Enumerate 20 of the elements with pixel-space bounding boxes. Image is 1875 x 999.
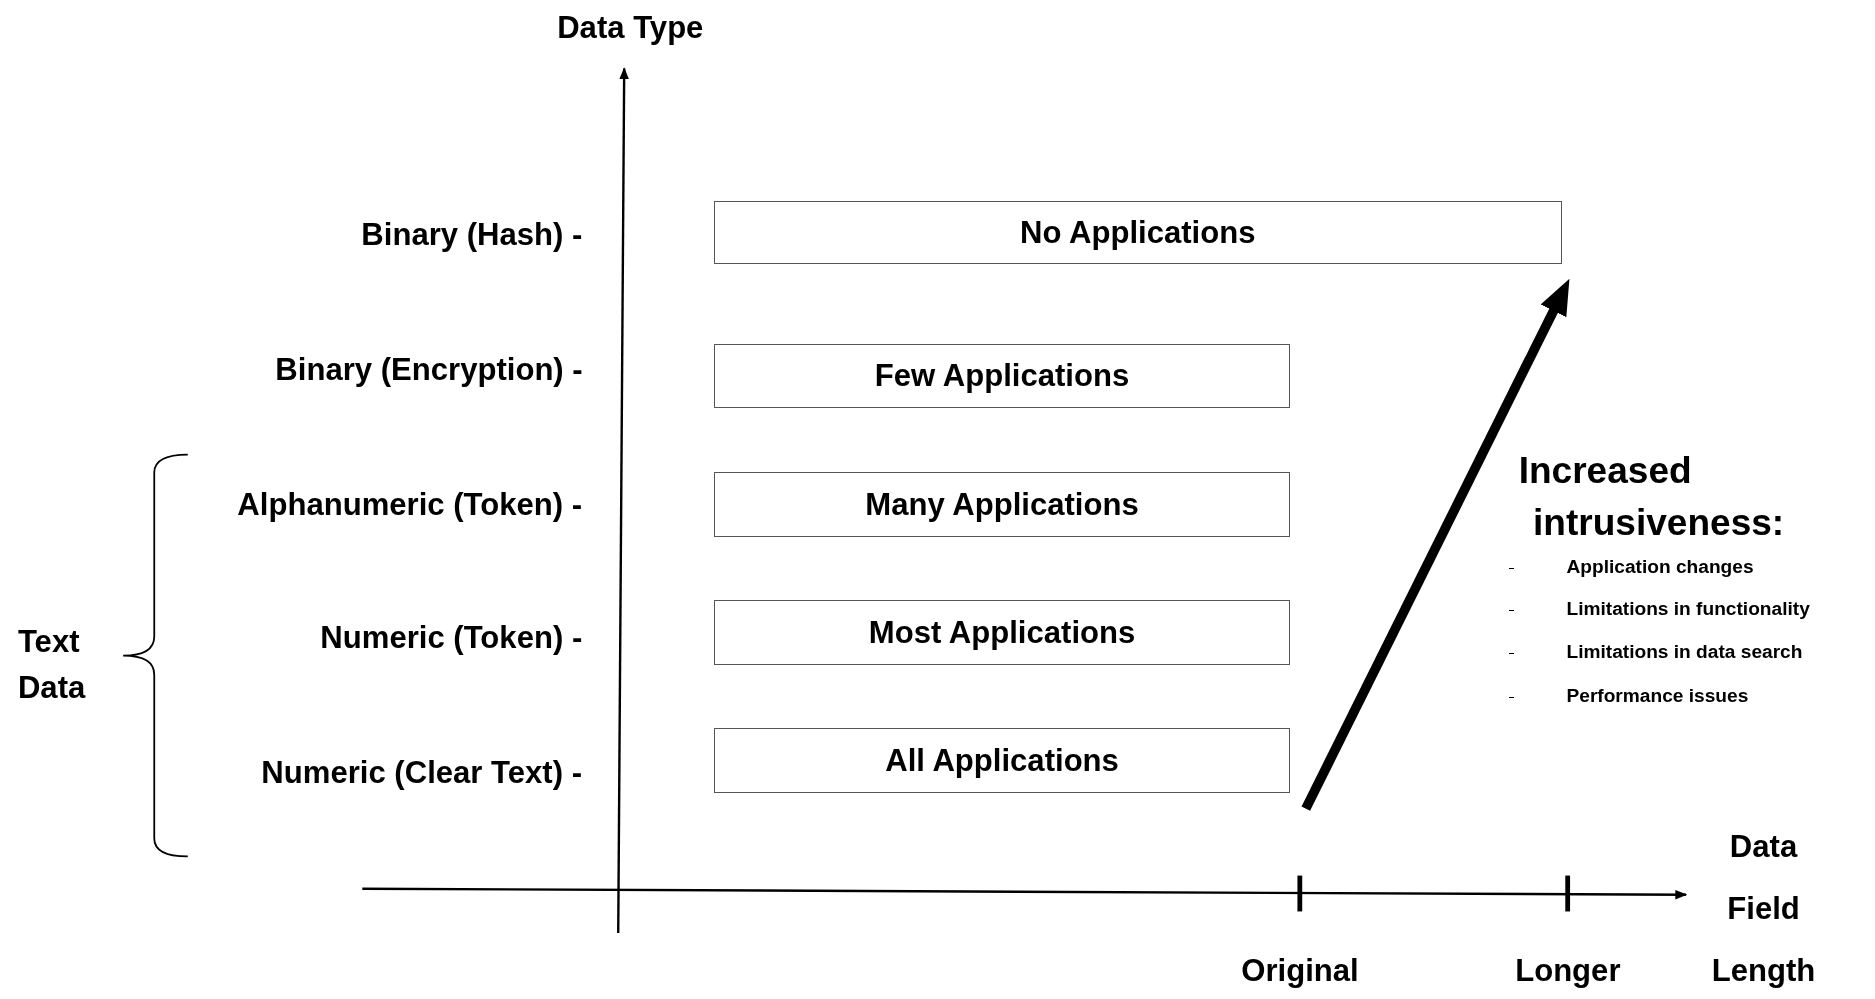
application-box: Few Applications — [713, 344, 1291, 408]
axis-tick-label: Longer — [1515, 955, 1621, 987]
application-box: No Applications — [713, 200, 1562, 265]
application-box: All Applications — [713, 728, 1291, 793]
annotation-heading: Increased intrusiveness: — [1518, 447, 1786, 546]
bracket-label: Text Data — [17, 623, 87, 707]
axis-title: Data Field Length — [1710, 827, 1817, 990]
bullet-item: Limitations in data search — [1566, 642, 1803, 662]
application-box: Most Applications — [713, 600, 1291, 665]
axis-title: Data Type — [557, 11, 704, 44]
category-label: Binary (Encryption) - — [275, 353, 583, 386]
bullet-item: Application changes — [1566, 557, 1754, 577]
application-box: Many Applications — [713, 472, 1291, 537]
axis-tick-label: Original — [1241, 955, 1359, 987]
bullet-item: Performance issues — [1566, 686, 1749, 706]
bullet-item: Limitations in functionality — [1566, 599, 1810, 619]
category-label: Numeric (Token) - — [320, 621, 583, 653]
category-label: Alphanumeric (Token) - — [237, 489, 583, 521]
category-label: Numeric (Clear Text) - — [261, 756, 582, 788]
category-label: Binary (Hash) - — [361, 218, 583, 250]
